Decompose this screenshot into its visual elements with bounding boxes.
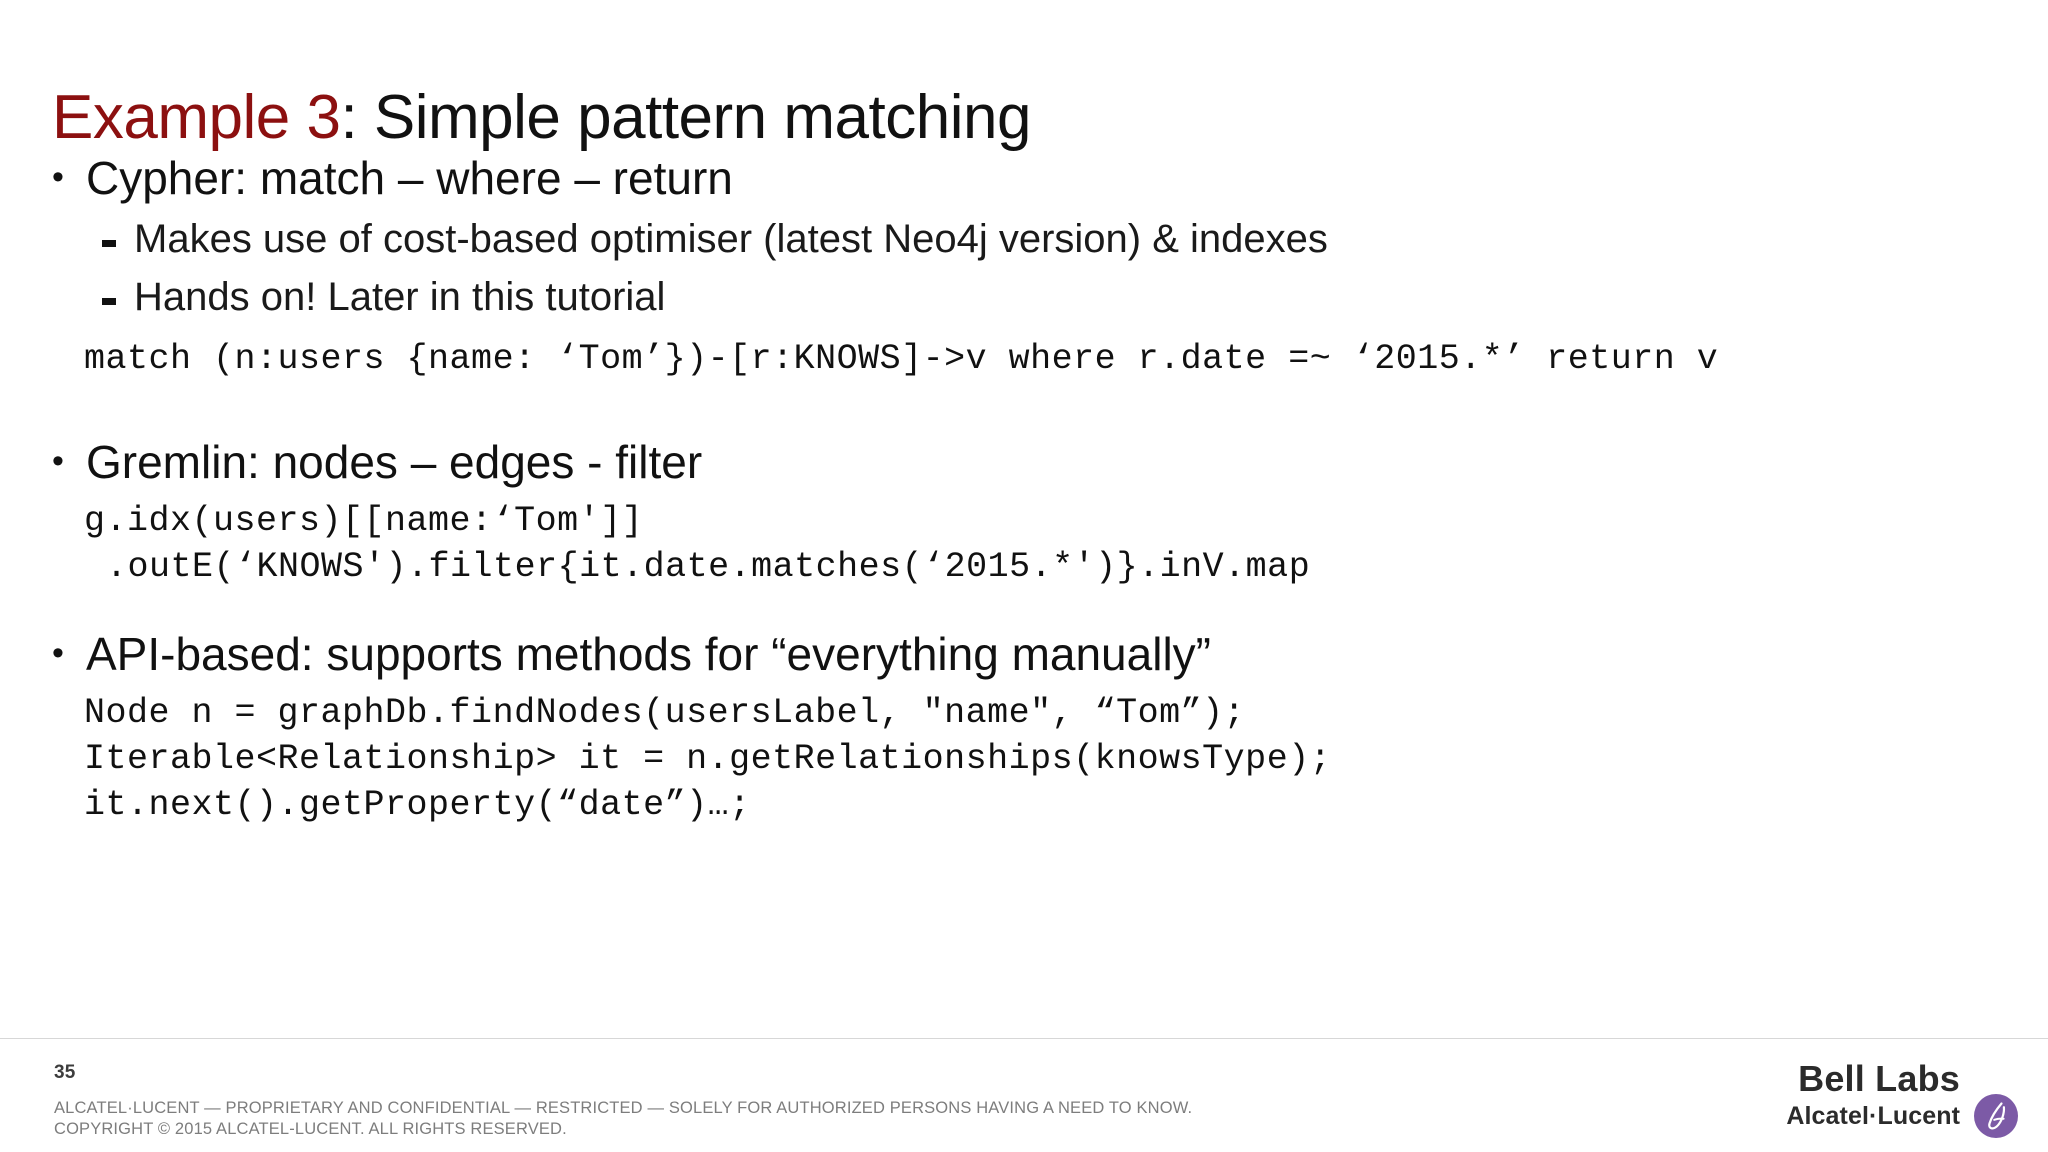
code-cypher-query: match (n:users {name: ‘Tom’})-[r:KNOWS]-… [84, 339, 1719, 379]
legal-line-1: ALCATEL·LUCENT — PROPRIETARY AND CONFIDE… [54, 1099, 1193, 1117]
bell-labs-logo: Bell Labs Alcatel·Lucent [1770, 1058, 2020, 1138]
spacer [52, 682, 2012, 690]
page-number: 35 [54, 1062, 76, 1083]
title-rest: : Simple pattern matching [340, 82, 1031, 152]
logo-bell-labs-text: Bell Labs [1798, 1058, 1960, 1099]
code-api-line-3: it.next().getProperty(“date”)…; [84, 785, 751, 825]
bullet-cypher-sub-1: Makes use of cost-based optimiser (lates… [52, 214, 2012, 264]
spacer [52, 490, 2012, 498]
bullet-api: API-based: supports methods for “everyth… [52, 624, 2012, 682]
spacer [52, 264, 2012, 272]
legal-notice: ALCATEL·LUCENT — PROPRIETARY AND CONFIDE… [54, 1098, 1192, 1140]
title-accent: Example 3 [52, 82, 341, 152]
spacer [52, 322, 2012, 336]
spacer [52, 206, 2012, 214]
bullet-gremlin: Gremlin: nodes – edges - filter [52, 432, 2012, 490]
spacer [52, 590, 2012, 626]
legal-line-2: COPYRIGHT © 2015 ALCATEL-LUCENT. ALL RIG… [54, 1120, 567, 1138]
footer-divider [0, 1038, 2048, 1039]
page-title: Example 3: Simple pattern matching [52, 82, 1031, 154]
bullet-cypher-sub-2: Hands on! Later in this tutorial [52, 272, 2012, 322]
slide-body: Cypher: match – where – return Makes use… [52, 148, 2012, 828]
code-gremlin-line-2: .outE(‘KNOWS').filter{it.date.matches(‘2… [106, 547, 1311, 587]
logo-alcatel-lucent-text: Alcatel·Lucent [1786, 1102, 1960, 1130]
spacer [52, 382, 2012, 434]
code-api-line-1: Node n = graphDb.findNodes(usersLabel, "… [84, 693, 1246, 733]
code-api-line-2: Iterable<Relationship> it = n.getRelatio… [84, 739, 1332, 779]
code-gremlin-line-1: g.idx(users)[[name:‘Tom']] [84, 501, 644, 541]
alcatel-lucent-roundel-icon [1974, 1094, 2018, 1138]
bullet-cypher: Cypher: match – where – return [52, 148, 2012, 206]
